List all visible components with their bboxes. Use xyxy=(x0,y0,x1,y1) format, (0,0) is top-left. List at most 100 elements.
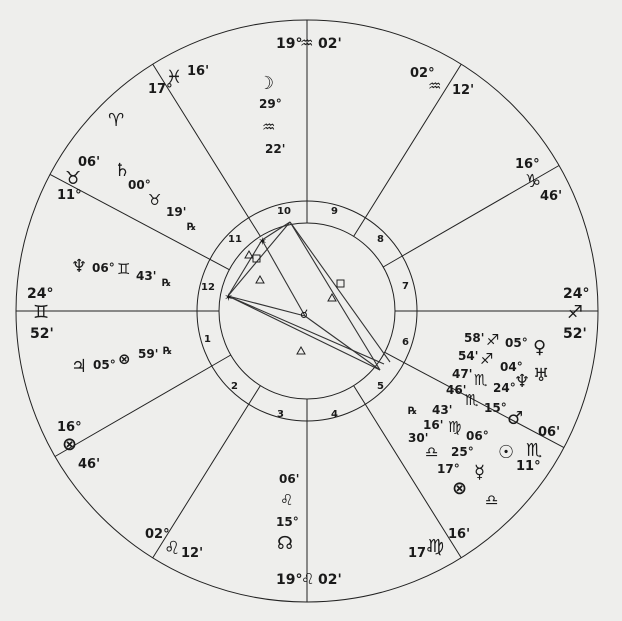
pluto-minutes: 47' xyxy=(452,367,472,381)
house-separator-line xyxy=(211,354,232,367)
node-sign-leo-icon: ♌ xyxy=(280,491,293,509)
jupiter-icon: ♃ xyxy=(71,356,87,377)
h5-minutes: 16' xyxy=(448,527,470,542)
dsc-minutes: 52' xyxy=(563,326,587,342)
pluto-sign-scorpio-icon: ♏ xyxy=(474,371,488,389)
ic-minutes: 02' xyxy=(318,572,342,588)
house-separator-line xyxy=(248,217,261,237)
aspect-sextile-1: ✶ xyxy=(258,235,267,248)
sun-minutes: 16' xyxy=(423,418,443,432)
house-number-6: 6 xyxy=(402,337,409,348)
dsc-sign-sagittarius-icon: ♐ xyxy=(567,302,583,323)
house-cusp-line xyxy=(152,63,250,218)
mercury-retrograde: ℞ xyxy=(408,406,417,417)
house-cusp-line xyxy=(54,365,212,457)
neptune-degree: 06° xyxy=(92,261,115,275)
aspect-conjunction: ☌ xyxy=(300,307,308,321)
h12-degree: 16° xyxy=(515,157,540,172)
venus-sign-sagittarius-icon: ♐ xyxy=(486,331,499,349)
h10b-minutes: 16' xyxy=(187,64,209,79)
house-number-8: 8 xyxy=(377,234,384,245)
house-separator-line xyxy=(353,385,366,405)
h2-minutes: 46' xyxy=(78,457,100,472)
mc-degree: 19° xyxy=(276,36,302,52)
uranus-degree: 04° xyxy=(500,360,523,374)
house-separator-line xyxy=(384,351,405,364)
mc-minutes: 02' xyxy=(318,36,342,52)
house-cusp-line xyxy=(364,404,462,559)
asc-sign-gemini-icon: ♊ xyxy=(33,302,49,323)
pluto-icon: ♆ xyxy=(514,371,530,392)
h10b-degree: 17° xyxy=(148,82,173,97)
house-number-1: 1 xyxy=(204,334,211,345)
moon-minutes: 22' xyxy=(265,142,285,156)
house-number-3: 3 xyxy=(277,409,284,420)
h12b-minutes: 06' xyxy=(78,155,100,170)
venus-minutes: 58' xyxy=(464,331,484,345)
house-separator-line xyxy=(382,255,403,268)
saturn-icon: ♄ xyxy=(114,160,130,181)
house-number-11: 11 xyxy=(228,234,242,245)
ic-degree: 19° xyxy=(276,572,302,588)
h12-sign-capricorn-icon: ♑ xyxy=(525,171,541,192)
ic-sign-leo-icon: ♌ xyxy=(301,570,314,588)
fortune-degree: 25° xyxy=(451,445,474,459)
saturn-sign-taurus-icon: ♉ xyxy=(148,191,161,209)
neptune-sign-gemini-icon: ♊ xyxy=(117,260,130,278)
moon-degree: 29° xyxy=(259,97,282,111)
uranus-sign-sagittarius-icon: ♐ xyxy=(480,350,493,368)
house-separator-line xyxy=(209,258,230,271)
mars-degree: 15° xyxy=(484,401,507,415)
asc-minutes: 52' xyxy=(30,326,54,342)
moon-sign-aquarius-icon: ♒ xyxy=(262,118,275,136)
aspect-trine-1 xyxy=(255,274,265,284)
h10b-sign-pisces-icon: ♓ xyxy=(166,67,182,88)
h12b-sign-taurus-icon: ♉ xyxy=(65,168,81,189)
house-cusp-line xyxy=(364,63,462,218)
aspect-square-2 xyxy=(336,279,345,288)
house-cusp-line xyxy=(49,173,211,260)
h6-degree: 11° xyxy=(516,459,541,474)
part-of-fortune-icon: ⊗ xyxy=(452,478,467,499)
h3-minutes: 12' xyxy=(181,546,203,561)
pluto-degree: 24° xyxy=(493,381,516,395)
house-cusp-line xyxy=(403,362,565,449)
house-number-2: 2 xyxy=(231,381,238,392)
h3-sign-leo-icon: ♌ xyxy=(164,538,180,559)
node-minutes: 06' xyxy=(279,472,299,486)
house-number-10: 10 xyxy=(277,206,291,217)
house-numbers: 10 9 8 7 6 5 4 3 2 1 12 11 xyxy=(201,206,409,420)
uranus-minutes: 54' xyxy=(458,349,478,363)
house-number-7: 7 xyxy=(402,281,409,292)
north-node-icon: ☊ xyxy=(277,533,293,554)
house-number-12: 12 xyxy=(201,282,215,293)
dsc-degree: 24° xyxy=(563,286,589,302)
mars-icon: ♂ xyxy=(507,408,523,429)
aries-sign-icon: ♈ xyxy=(108,110,124,131)
house-separator-line xyxy=(353,217,366,237)
aspect-trine-4 xyxy=(244,249,254,259)
aspect-trine-3 xyxy=(296,345,306,355)
planet-positions: ☽ 29° ♒ 22' ♄ 00° ♉ 19' ℞ ♆ 06° ♊ 43' ℞ … xyxy=(71,73,549,554)
jupiter-sign-cancer-icon: ⊗ xyxy=(118,350,131,368)
house-number-4: 4 xyxy=(331,409,338,420)
h11-degree: 02° xyxy=(410,66,435,81)
h11-sign-aquarius-icon: ♒ xyxy=(428,77,441,95)
fortune-sign-libra-icon: ♎ xyxy=(425,443,438,461)
mc-sign-aquarius-icon: ♒ xyxy=(300,34,313,52)
mercury-sign-libra-icon: ♍ xyxy=(448,418,461,436)
sun-icon: ☉ xyxy=(498,442,514,463)
h6-minutes: 06' xyxy=(538,425,560,440)
venus-degree: 05° xyxy=(505,336,528,350)
h2-degree: 16° xyxy=(57,420,82,435)
aspect-symbols: ✶ ✶ ☌ xyxy=(224,235,345,355)
jupiter-degree: 05° xyxy=(93,358,116,372)
house-number-9: 9 xyxy=(331,206,338,217)
aspect-lines xyxy=(227,221,391,371)
house-cusp-line xyxy=(402,165,560,257)
libra-sign-icon: ♎ xyxy=(485,491,498,509)
h5-sign-virgo-icon: ♍ xyxy=(428,536,444,557)
mercury-minutes: 43' xyxy=(432,403,452,417)
saturn-degree: 00° xyxy=(128,178,151,192)
